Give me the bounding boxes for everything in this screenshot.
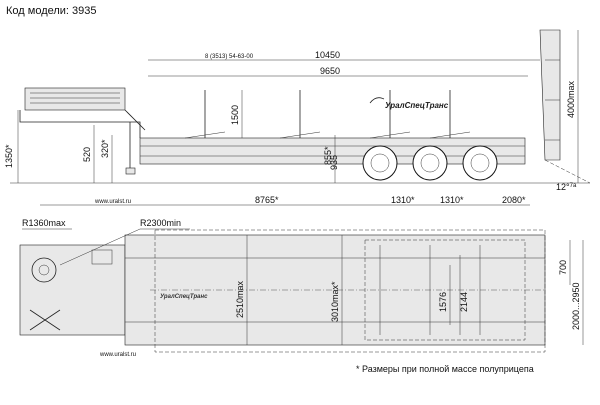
gooseneck-grille bbox=[30, 92, 120, 104]
dim-1310-b: 1310* bbox=[440, 195, 464, 205]
svg-text:4000max: 4000max bbox=[566, 80, 576, 118]
svg-text:700: 700 bbox=[558, 260, 568, 275]
dim-2080: 2080* bbox=[502, 195, 526, 205]
fifth-wheel bbox=[31, 257, 57, 283]
dim-1310-a: 1310* bbox=[391, 195, 415, 205]
dim-r2300: R2300min bbox=[140, 218, 181, 228]
dim-8765: 8765* bbox=[255, 195, 279, 205]
svg-text:УралСпецТранс: УралСпецТранс bbox=[160, 294, 208, 300]
wheel-1 bbox=[362, 145, 398, 181]
landing-gear bbox=[125, 167, 136, 175]
svg-text:1500: 1500 bbox=[230, 105, 240, 125]
brand-logo-side: УралСпецТранс bbox=[369, 97, 449, 110]
model-code-label: Код модели: 3935 bbox=[6, 5, 97, 17]
wheel-group bbox=[362, 145, 498, 181]
svg-text:3010max*: 3010max* bbox=[330, 281, 340, 322]
footnote: * Размеры при полной массе полуприцепа bbox=[356, 364, 534, 374]
svg-text:2144: 2144 bbox=[459, 292, 469, 312]
svg-text:520: 520 bbox=[82, 147, 92, 162]
website-top: www.uralst.ru bbox=[99, 352, 136, 358]
dim-10450: 10450 bbox=[315, 50, 340, 60]
brand-logo-top: УралСпецТранс bbox=[160, 294, 208, 300]
svg-text:2510max: 2510max bbox=[235, 280, 245, 318]
gooseneck-top bbox=[19, 244, 126, 336]
dim-r1360: R1360max bbox=[22, 218, 66, 228]
axle-blocks bbox=[364, 239, 526, 341]
gooseneck-deck bbox=[24, 87, 126, 111]
side-stakes bbox=[184, 90, 471, 139]
vertical-dims-side: 1350* 520 320* 1500 855* 935 4000max bbox=[4, 30, 579, 183]
rear-ramps bbox=[539, 29, 591, 184]
svg-text:1576: 1576 bbox=[438, 292, 448, 312]
svg-text:320*: 320* bbox=[100, 139, 110, 158]
top-view: УралСпецТранс R1360max R2300min 2510max … bbox=[19, 218, 584, 358]
wheel-3 bbox=[462, 145, 498, 181]
kingpin-label: 8 (3513) 54-63-00 bbox=[205, 54, 254, 60]
svg-text:935: 935 bbox=[329, 155, 339, 170]
side-view: УралСпецТранс 8 (3513) 54-63-00 10450 96… bbox=[4, 29, 591, 206]
low-deck bbox=[139, 137, 526, 165]
vertical-dims-top: 2510max 3010max* 1576 2144 700 2000...29… bbox=[235, 235, 584, 345]
svg-text:1350*: 1350* bbox=[4, 144, 14, 168]
svg-text:2000...2950: 2000...2950 bbox=[571, 282, 581, 330]
wheel-2 bbox=[412, 145, 448, 181]
website-side: www.uralst.ru bbox=[94, 199, 131, 205]
svg-text:855*: 855* bbox=[323, 146, 333, 165]
ramp-angle: 12°7a bbox=[556, 182, 577, 192]
svg-text:УралСпецТранс: УралСпецТранс bbox=[385, 101, 449, 110]
dim-9650: 9650 bbox=[320, 66, 340, 76]
